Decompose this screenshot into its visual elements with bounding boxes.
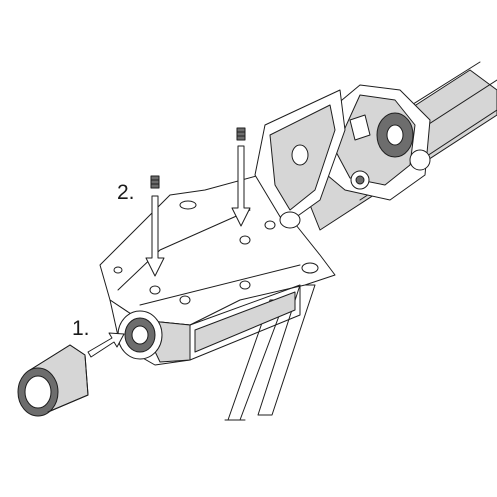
screw-left: [150, 175, 160, 189]
arrow-screw-left: [145, 195, 165, 277]
bushing-sleeve: [17, 344, 89, 417]
callout-label-2: 2.: [117, 181, 135, 204]
coupling-head: [304, 84, 431, 201]
support-legs: [224, 284, 316, 421]
arrow-bushing: [87, 332, 125, 358]
callout-label-1: 1.: [72, 317, 90, 340]
mounting-plate: [99, 174, 336, 326]
square-tube: [109, 284, 301, 366]
upright-bracket: [254, 89, 346, 229]
screw-right: [236, 127, 246, 141]
arrow-screw-right: [231, 145, 251, 227]
